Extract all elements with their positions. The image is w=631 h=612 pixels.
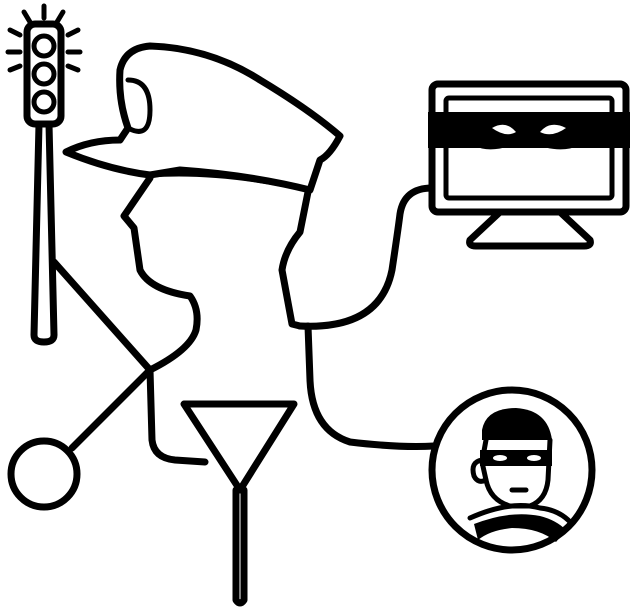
funnel-icon	[184, 404, 294, 603]
cable-to-avatar	[308, 326, 434, 447]
traffic-light-icon	[8, 6, 80, 342]
burglar-avatar-icon	[432, 390, 592, 550]
computer-monitor-icon	[428, 84, 630, 246]
cable-to-monitor	[300, 188, 432, 326]
eye-mask-icon	[428, 112, 630, 149]
circle-node-icon	[11, 441, 77, 507]
